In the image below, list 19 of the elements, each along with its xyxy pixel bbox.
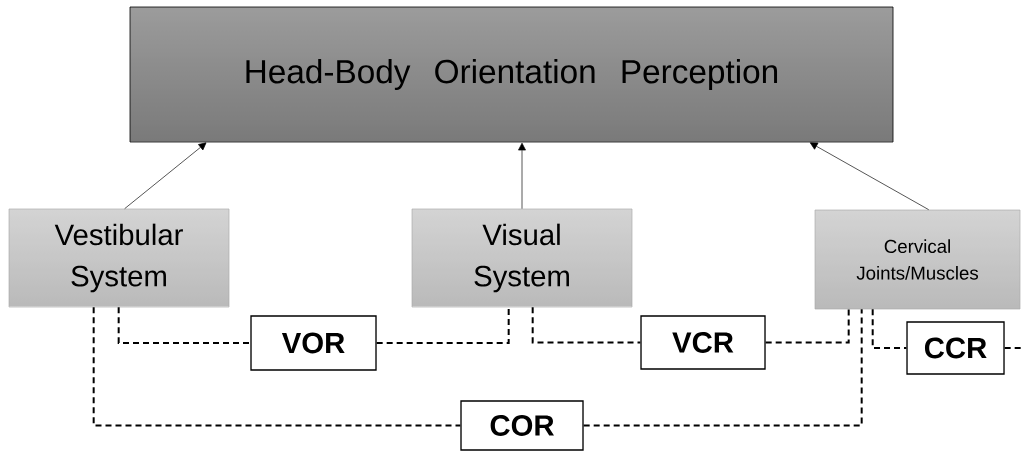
- arrow: [809, 142, 929, 210]
- dashed-connector: [531, 306, 642, 344]
- reflex-box: CCR: [906, 321, 1005, 375]
- system-box: Cervical Joints/Muscles: [814, 209, 1021, 310]
- system-box: Visual System: [411, 208, 633, 308]
- arrow: [518, 142, 526, 209]
- reflex-box: VOR: [250, 315, 377, 371]
- dashed-connector: [764, 308, 850, 344]
- dashed-connector: [1003, 347, 1023, 349]
- perception-box: Head-Body Orientation Perception: [129, 6, 894, 143]
- system-box: Vestibular System: [8, 208, 230, 308]
- reflex-box: COR: [460, 400, 584, 451]
- dashed-connector: [871, 308, 908, 349]
- arrow: [124, 142, 207, 209]
- dashed-connector: [582, 308, 863, 427]
- dashed-connector: [92, 306, 462, 427]
- dashed-connector: [117, 306, 252, 344]
- dashed-connector: [375, 306, 510, 344]
- reflex-box: VCR: [640, 315, 766, 370]
